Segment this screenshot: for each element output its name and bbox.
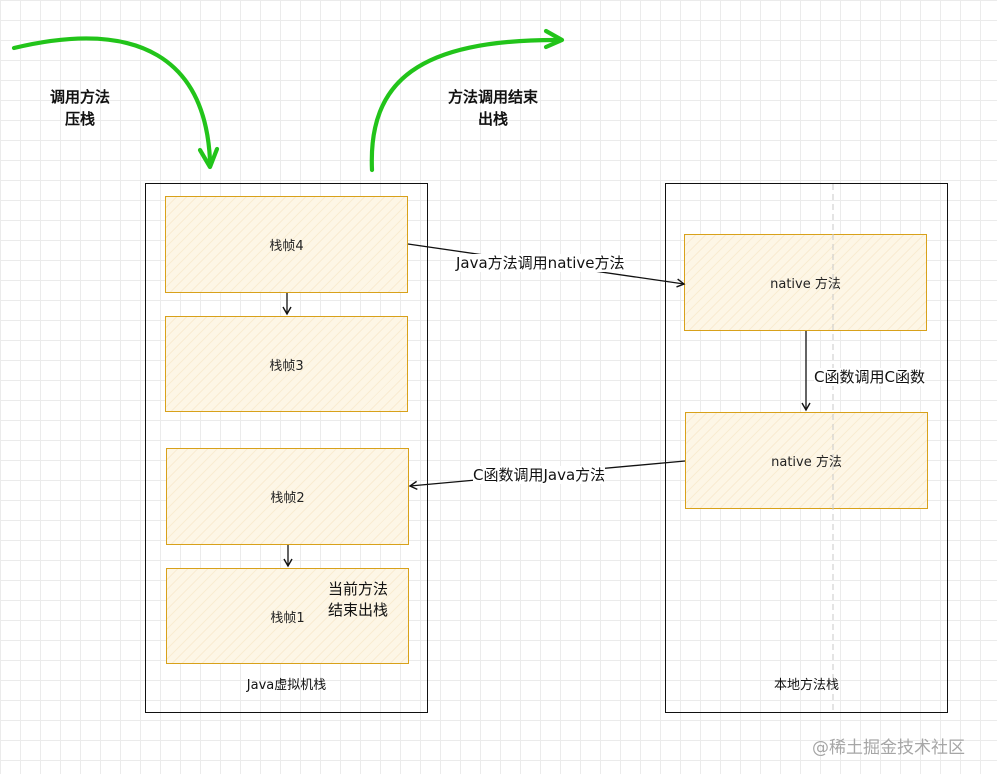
push-label: 调用方法 压栈 [30,86,130,130]
jvm-stack-title: Java虚拟机栈 [246,678,327,693]
stack-frame-3-label: 栈帧3 [269,358,304,374]
native-stack: 本地方法栈 [665,183,948,713]
native-frame-top: native 方法 [684,234,927,331]
push-label-line-1: 调用方法 [49,88,110,106]
pop-label-line-2: 出栈 [477,110,508,128]
native-frame-bottom: native 方法 [685,412,928,509]
stack-frame-2-label: 栈帧2 [270,491,305,506]
native-frame-top-label: native 方法 [770,277,841,292]
stack-frame-4-label: 栈帧4 [269,239,304,254]
current-method-note-line-1: 当前方法 [328,580,389,598]
current-method-note-line-2: 结束出栈 [328,601,389,619]
push-arrow-head [197,146,220,170]
java-to-native-label: Java方法调用native方法 [456,254,625,272]
jvm-stack: Java虚拟机栈 [145,183,428,713]
native-frame-bottom-label: native 方法 [771,455,842,470]
c-to-java-label: C函数调用Java方法 [473,466,606,484]
pop-arrow-head [543,28,565,50]
pop-label: 方法调用结束 出栈 [430,86,556,130]
push-label-line-2: 压栈 [64,110,95,128]
watermark: @稀土掘金技术社区 [812,738,965,758]
stack-frame-3: 栈帧3 [165,316,408,412]
current-method-note: 当前方法 结束出栈 [328,579,388,621]
stack-frame-1-label: 栈帧1 [270,610,305,626]
c-to-c-label: C函数调用C函数 [814,368,925,386]
stack-frame-1: 栈帧1 [166,568,409,664]
stack-frame-2: 栈帧2 [166,448,409,545]
native-stack-title: 本地方法栈 [773,678,839,693]
pop-label-line-1: 方法调用结束 [447,88,538,106]
stack-frame-4: 栈帧4 [165,196,408,293]
